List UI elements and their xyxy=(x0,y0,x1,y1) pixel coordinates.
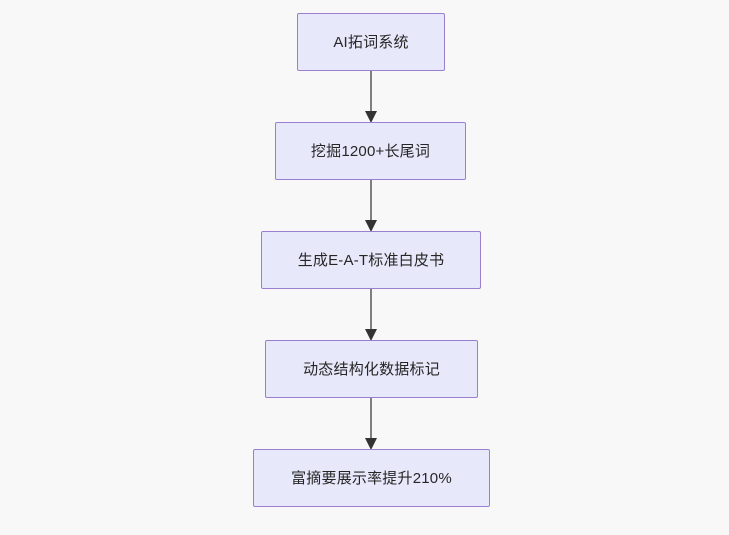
flow-node-label: 生成E-A-T标准白皮书 xyxy=(297,251,445,269)
flow-node-rich-snippet-impression-uplift[interactable]: 富摘要展示率提升210% xyxy=(253,449,490,507)
edge-node-0-to-node-1 xyxy=(365,71,377,123)
flow-node-label: AI拓词系统 xyxy=(333,33,409,51)
flow-node-generate-eat-whitepaper[interactable]: 生成E-A-T标准白皮书 xyxy=(261,231,481,289)
flow-node-label: 挖掘1200+长尾词 xyxy=(310,142,431,160)
edge-node-3-to-node-4 xyxy=(365,398,377,450)
edge-node-2-to-node-3 xyxy=(365,289,377,341)
flow-node-label: 动态结构化数据标记 xyxy=(303,360,440,378)
edge-node-1-to-node-2 xyxy=(365,180,377,232)
flow-node-label: 富摘要展示率提升210% xyxy=(291,469,452,487)
flow-node-ai-keyword-system[interactable]: AI拓词系统 xyxy=(297,13,445,71)
flow-node-mine-longtail-keywords[interactable]: 挖掘1200+长尾词 xyxy=(275,122,466,180)
flow-node-dynamic-structured-data-markup[interactable]: 动态结构化数据标记 xyxy=(265,340,478,398)
